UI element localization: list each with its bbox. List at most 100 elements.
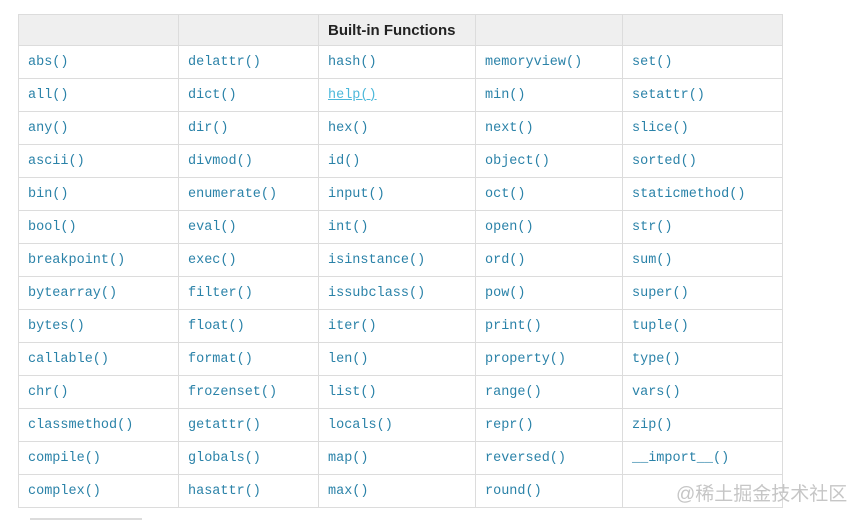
- function-link[interactable]: issubclass(): [328, 285, 426, 301]
- function-link[interactable]: type(): [632, 351, 681, 367]
- function-link[interactable]: set(): [632, 54, 673, 70]
- function-link[interactable]: round(): [485, 483, 542, 499]
- function-link[interactable]: super(): [632, 285, 689, 301]
- table-cell: dict(): [178, 78, 319, 112]
- function-link[interactable]: list(): [328, 384, 377, 400]
- function-link[interactable]: zip(): [632, 417, 673, 433]
- table-cell: slice(): [622, 111, 783, 145]
- table-row: complex() hasattr() max() round(): [18, 474, 783, 508]
- table-cell: all(): [18, 78, 179, 112]
- table-cell: pow(): [475, 276, 623, 310]
- function-link[interactable]: filter(): [188, 285, 253, 301]
- function-link[interactable]: globals(): [188, 450, 261, 466]
- table-cell: list(): [318, 375, 476, 409]
- function-link[interactable]: staticmethod(): [632, 186, 746, 202]
- table-cell: bytearray(): [18, 276, 179, 310]
- function-link[interactable]: delattr(): [188, 54, 261, 70]
- function-link[interactable]: bytes(): [28, 318, 85, 334]
- function-link[interactable]: dir(): [188, 120, 229, 136]
- table-cell: print(): [475, 309, 623, 343]
- table-cell: enumerate(): [178, 177, 319, 211]
- function-link[interactable]: sorted(): [632, 153, 697, 169]
- table-cell: set(): [622, 45, 783, 79]
- table-cell: vars(): [622, 375, 783, 409]
- function-link[interactable]: classmethod(): [28, 417, 134, 433]
- function-link[interactable]: exec(): [188, 252, 237, 268]
- function-link[interactable]: hasattr(): [188, 483, 261, 499]
- table-row: bytearray() filter() issubclass() pow() supe…: [18, 276, 783, 310]
- function-link[interactable]: min(): [485, 87, 526, 103]
- function-link[interactable]: abs(): [28, 54, 69, 70]
- function-link[interactable]: iter(): [328, 318, 377, 334]
- function-link[interactable]: any(): [28, 120, 69, 136]
- table-cell: __import__(): [622, 441, 783, 475]
- function-link[interactable]: bool(): [28, 219, 77, 235]
- function-link[interactable]: locals(): [328, 417, 393, 433]
- table-cell: bool(): [18, 210, 179, 244]
- table-header-row: Built-in Functions: [18, 14, 783, 46]
- function-link[interactable]: input(): [328, 186, 385, 202]
- function-link[interactable]: repr(): [485, 417, 534, 433]
- function-link[interactable]: setattr(): [632, 87, 705, 103]
- function-link[interactable]: max(): [328, 483, 369, 499]
- function-link[interactable]: oct(): [485, 186, 526, 202]
- function-link[interactable]: tuple(): [632, 318, 689, 334]
- function-link[interactable]: memoryview(): [485, 54, 583, 70]
- table-cell: repr(): [475, 408, 623, 442]
- function-link[interactable]: open(): [485, 219, 534, 235]
- function-link[interactable]: divmod(): [188, 153, 253, 169]
- function-link[interactable]: isinstance(): [328, 252, 426, 268]
- function-link[interactable]: next(): [485, 120, 534, 136]
- function-link[interactable]: getattr(): [188, 417, 261, 433]
- function-link[interactable]: id(): [328, 153, 361, 169]
- table-cell: map(): [318, 441, 476, 475]
- function-link[interactable]: pow(): [485, 285, 526, 301]
- function-link[interactable]: help(): [328, 87, 377, 103]
- table-cell: locals(): [318, 408, 476, 442]
- table-row: any() dir() hex() next() slice(): [18, 111, 783, 145]
- function-link[interactable]: all(): [28, 87, 69, 103]
- table-cell: delattr(): [178, 45, 319, 79]
- function-link[interactable]: bin(): [28, 186, 69, 202]
- function-link[interactable]: print(): [485, 318, 542, 334]
- function-link[interactable]: frozenset(): [188, 384, 278, 400]
- function-link[interactable]: sum(): [632, 252, 673, 268]
- function-link[interactable]: property(): [485, 351, 567, 367]
- table-cell: getattr(): [178, 408, 319, 442]
- function-link[interactable]: slice(): [632, 120, 689, 136]
- table-cell: super(): [622, 276, 783, 310]
- function-link[interactable]: reversed(): [485, 450, 567, 466]
- function-link[interactable]: str(): [632, 219, 673, 235]
- function-link[interactable]: compile(): [28, 450, 101, 466]
- function-link[interactable]: map(): [328, 450, 369, 466]
- function-link[interactable]: ord(): [485, 252, 526, 268]
- function-link[interactable]: chr(): [28, 384, 69, 400]
- function-link[interactable]: enumerate(): [188, 186, 278, 202]
- function-link[interactable]: float(): [188, 318, 245, 334]
- table-row: bool() eval() int() open() str(): [18, 210, 783, 244]
- function-link[interactable]: ascii(): [28, 153, 85, 169]
- function-link[interactable]: eval(): [188, 219, 237, 235]
- function-link[interactable]: __import__(): [632, 450, 730, 466]
- function-link[interactable]: len(): [328, 351, 369, 367]
- function-link[interactable]: hash(): [328, 54, 377, 70]
- header-cell-empty-4: [475, 14, 623, 46]
- table-row: all() dict() help() min() setattr(): [18, 78, 783, 112]
- function-link[interactable]: bytearray(): [28, 285, 118, 301]
- function-link[interactable]: dict(): [188, 87, 237, 103]
- table-cell: sum(): [622, 243, 783, 277]
- function-link[interactable]: range(): [485, 384, 542, 400]
- function-link[interactable]: callable(): [28, 351, 110, 367]
- table-cell: complex(): [18, 474, 179, 508]
- function-link[interactable]: format(): [188, 351, 253, 367]
- function-link[interactable]: breakpoint(): [28, 252, 126, 268]
- function-link[interactable]: hex(): [328, 120, 369, 136]
- table-cell: staticmethod(): [622, 177, 783, 211]
- function-link[interactable]: vars(): [632, 384, 681, 400]
- function-link[interactable]: complex(): [28, 483, 101, 499]
- function-link[interactable]: object(): [485, 153, 550, 169]
- function-link[interactable]: int(): [328, 219, 369, 235]
- table-cell: dir(): [178, 111, 319, 145]
- table-row: ascii() divmod() id() object() sorted(): [18, 144, 783, 178]
- table-cell: abs(): [18, 45, 179, 79]
